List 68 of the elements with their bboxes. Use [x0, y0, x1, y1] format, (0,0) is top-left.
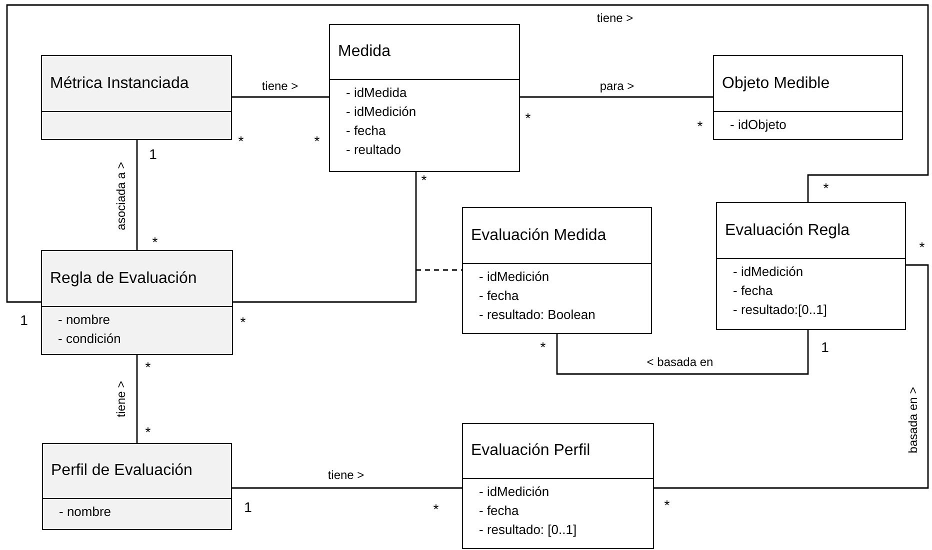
- class-name: Perfil de Evaluación: [51, 461, 192, 481]
- attribute-text: - idMedición: [479, 483, 550, 501]
- class-box: [329, 24, 520, 172]
- class-box: [713, 55, 903, 140]
- multiplicity: *: [433, 501, 439, 517]
- class-box: [42, 443, 232, 530]
- attribute-text: - idMedición: [346, 103, 418, 121]
- multiplicity: 1: [821, 339, 829, 355]
- association-line: [520, 96, 713, 98]
- class-name: Objeto Medible: [722, 74, 830, 94]
- class-box: [462, 423, 654, 549]
- edge-label: asociada a >: [114, 162, 128, 230]
- edge-label: tiene >: [328, 468, 364, 482]
- attribute-text: - condición: [58, 330, 122, 348]
- association-line: [136, 355, 138, 443]
- multiplicity: *: [240, 314, 246, 330]
- multiplicity: *: [421, 172, 427, 188]
- multiplicity: *: [145, 424, 151, 440]
- multiplicity: *: [540, 339, 546, 355]
- association-line: [136, 140, 138, 250]
- attribute-text: - resultado: Boolean: [479, 306, 596, 324]
- multiplicity: 1: [244, 499, 252, 515]
- class-box: [41, 55, 232, 140]
- attribute-text: - resultado: [0..1]: [479, 521, 578, 539]
- attribute-text: - fecha: [479, 502, 520, 520]
- edge-label: tiene >: [262, 79, 298, 93]
- attribute-text: - fecha: [346, 122, 387, 140]
- class-box: [716, 202, 906, 330]
- class-box: [41, 250, 233, 355]
- multiplicity: *: [823, 180, 829, 196]
- class-box: [462, 207, 652, 334]
- attribute-text: - reultado: [346, 141, 402, 159]
- association-line: [654, 264, 929, 489]
- association-line: [6, 4, 929, 303]
- edge-label: < basada en: [646, 355, 714, 369]
- multiplicity: *: [314, 133, 320, 149]
- multiplicity: 1: [149, 146, 157, 162]
- attribute-text: - idMedición: [733, 263, 804, 281]
- attribute-text: - idObjeto: [730, 116, 788, 134]
- attribute-text: - resultado:[0..1]: [733, 301, 828, 319]
- edge-label: basada en >: [906, 386, 920, 454]
- class-name: Métrica Instanciada: [50, 74, 189, 94]
- attribute-text: - idMedida: [346, 84, 408, 102]
- class-name: Evaluación Regla: [725, 220, 850, 240]
- association-line: [233, 172, 417, 303]
- multiplicity: *: [525, 110, 531, 126]
- multiplicity: *: [919, 239, 925, 255]
- attribute-text: - nombre: [59, 503, 112, 521]
- multiplicity: *: [697, 118, 703, 134]
- dashed-association-line: [416, 269, 462, 271]
- class-name: Medida: [338, 42, 390, 62]
- attribute-text: - fecha: [479, 287, 520, 305]
- class-name: Evaluación Perfil: [471, 441, 590, 461]
- attribute-text: - idMedición: [479, 268, 550, 286]
- attribute-text: - nombre: [58, 311, 112, 329]
- class-name: Evaluación Medida: [471, 226, 606, 246]
- multiplicity: *: [152, 234, 158, 250]
- multiplicity: *: [238, 133, 244, 149]
- edge-label: tiene >: [596, 11, 634, 25]
- multiplicity: *: [145, 359, 151, 375]
- edge-label: tiene >: [114, 380, 128, 418]
- attribute-text: - fecha: [733, 282, 774, 300]
- class-name: Regla de Evaluación: [50, 268, 197, 288]
- association-line: [232, 487, 462, 489]
- multiplicity: 1: [20, 312, 28, 328]
- association-line: [556, 330, 809, 375]
- multiplicity: *: [664, 497, 670, 513]
- association-line: [232, 96, 329, 98]
